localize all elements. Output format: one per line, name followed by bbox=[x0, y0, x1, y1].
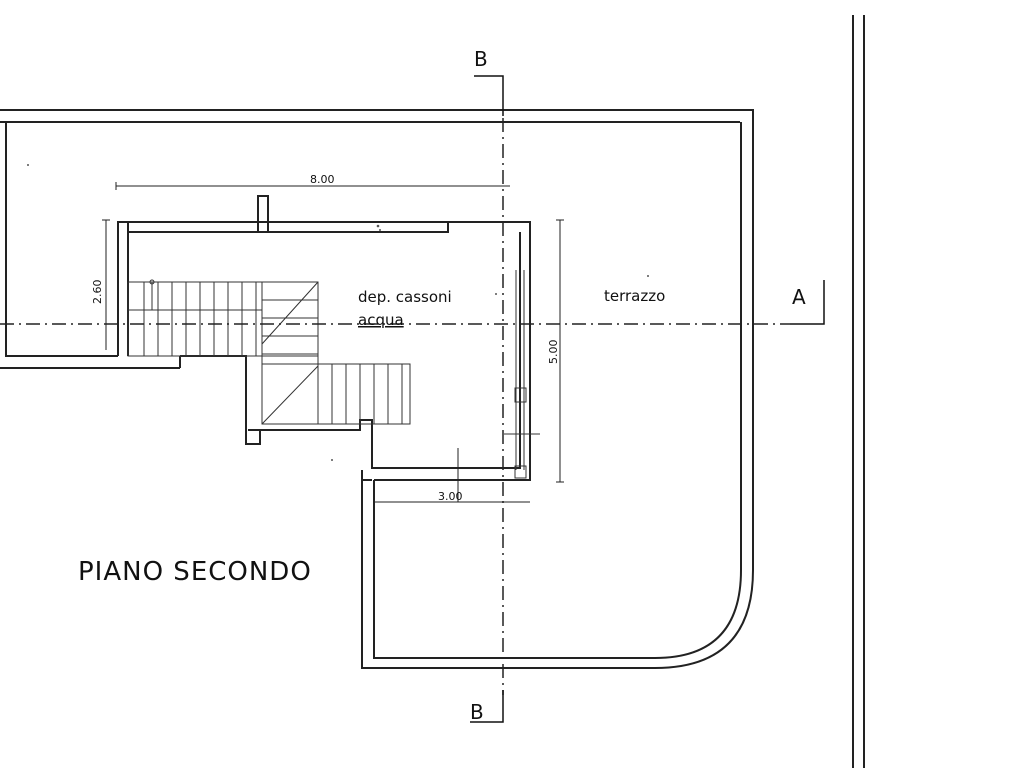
section-lines bbox=[0, 118, 790, 695]
dimension-lines bbox=[102, 182, 564, 503]
dimension-width-bottom: 3.00 bbox=[438, 490, 463, 503]
dimension-width-top: 8.00 bbox=[310, 173, 335, 186]
section-marker-a bbox=[790, 280, 825, 325]
scan-specks bbox=[27, 164, 649, 461]
dimension-height-left: 2.60 bbox=[91, 280, 104, 305]
section-label-a: A bbox=[792, 285, 807, 309]
section-marker-b-bottom bbox=[470, 690, 504, 723]
room-label-terrace: terrazzo bbox=[604, 287, 665, 305]
section-label-b-top: B bbox=[474, 47, 489, 71]
section-marker-b-top bbox=[474, 75, 504, 116]
staircase bbox=[127, 279, 411, 425]
room-label-tank-room: dep. cassoni bbox=[358, 288, 452, 306]
outer-wall bbox=[0, 109, 754, 669]
inner-walls bbox=[117, 195, 531, 481]
dimension-height-right: 5.00 bbox=[547, 340, 560, 365]
window bbox=[504, 270, 540, 479]
section-label-b-bottom: B bbox=[470, 700, 485, 724]
room-label-tank-room-2: acqua bbox=[358, 311, 404, 329]
floor-title: PIANO SECONDO bbox=[78, 557, 312, 587]
sheet-border bbox=[852, 15, 865, 768]
